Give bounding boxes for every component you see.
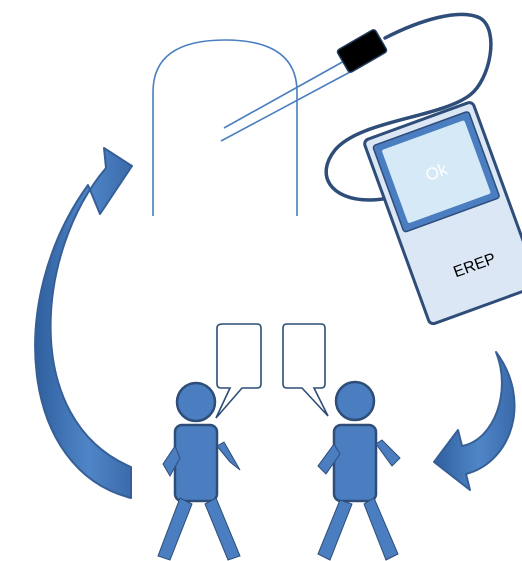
erep-device: Ok EREP <box>363 101 522 325</box>
cycle-arrow-right-icon <box>434 352 515 490</box>
sensor-probe-icon <box>336 29 387 74</box>
person-right-icon <box>318 382 400 560</box>
person-left-icon <box>158 383 240 560</box>
speech-bubble-right-icon <box>283 324 328 416</box>
probe-lines <box>221 60 350 141</box>
speech-bubble-left-icon <box>216 324 261 418</box>
cycle-arrow-left-icon <box>35 148 132 498</box>
